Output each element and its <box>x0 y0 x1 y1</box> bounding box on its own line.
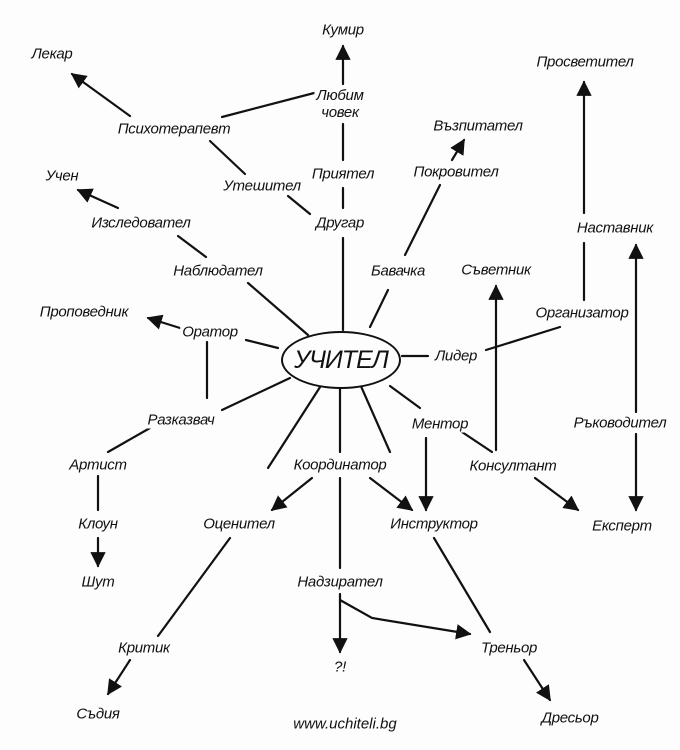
node-prosvetitel: Просветител <box>534 53 636 71</box>
node-koordinator: Координатор <box>291 456 389 474</box>
edge-nablyudatel-izsledovatel <box>176 234 208 259</box>
node-lekar: Лекар <box>29 45 75 63</box>
edge-psihoterapevt-uteshitel <box>208 139 247 176</box>
node-dresyor: Дресьор <box>539 709 601 727</box>
node-lider: Лидер <box>432 347 480 365</box>
center-node-uchitel: УЧИТЕЛ <box>281 331 401 389</box>
edge-orator-propovednik <box>146 314 182 330</box>
edge-ocenitel-kritik <box>156 536 232 638</box>
edge-lider-organizator <box>484 325 562 352</box>
node-ocenitel: Оценител <box>201 515 277 533</box>
edge-psihoterapevt-lekar <box>70 72 132 118</box>
edge-mentor-konsultant <box>460 430 494 454</box>
node-sadiya: Съдия <box>74 705 122 723</box>
edge-nadziratel-trenyor <box>338 598 472 640</box>
node-organizator: Организатор <box>533 304 631 322</box>
node-kloun: Клоун <box>76 515 120 533</box>
node-konsultant: Консултант <box>467 457 559 475</box>
edge-konsultant-ekspert <box>533 476 580 512</box>
edge-uchitel-ocenitel-left <box>266 382 324 470</box>
node-trenyor: Треньор <box>478 639 540 657</box>
node-artist: Артист <box>67 456 129 474</box>
edge-kritik-sadiya <box>106 658 132 696</box>
edge-bavachka-pokrovitel <box>403 183 442 257</box>
node-question: ?! <box>332 658 348 676</box>
node-kritik: Критик <box>116 639 172 657</box>
footer-url: www.uchiteli.bg <box>293 715 397 733</box>
node-propovednik: Проповедник <box>37 303 131 321</box>
edge-koordinator-instruktor <box>368 476 414 512</box>
node-pokrovitel: Покровител <box>411 163 501 181</box>
edge-instruktor-trenyor <box>432 536 492 634</box>
edge-razkazvach-artist <box>106 426 152 454</box>
edge-uteshitel-drugar <box>286 194 312 216</box>
node-lyubim-line2: човек <box>321 104 359 121</box>
node-priyatel: Приятел <box>309 165 377 183</box>
node-rakovoditel: Ръководител <box>571 414 669 432</box>
node-uchen: Учен <box>43 167 81 185</box>
edge-uchitel-razkazvach <box>220 376 292 412</box>
node-bavachka: Бавачка <box>368 262 428 280</box>
edge-uchitel-nablyudatel <box>246 281 310 337</box>
edge-lyubim-psihoterapevt <box>220 90 320 119</box>
node-savetnik: Съветник <box>459 261 533 279</box>
node-nastavnik: Наставник <box>574 219 656 237</box>
node-kumir: Кумир <box>320 21 366 39</box>
edge-uchitel-orator <box>244 338 280 350</box>
node-vazpitatel: Възпитател <box>431 117 525 135</box>
edge-koordinator-ocenitel <box>270 476 314 512</box>
node-mentor: Ментор <box>409 415 471 433</box>
node-psihoterapevt: Психотерапевт <box>115 120 233 138</box>
edge-uchitel-instruktor-right <box>358 382 392 454</box>
node-nadziratel: Надзирател <box>295 573 385 591</box>
node-lyubim-line1: Любим <box>316 87 364 104</box>
edge-uchitel-bavachka <box>368 288 390 329</box>
node-shut: Шут <box>79 573 117 591</box>
edge-uchitel-mentor <box>388 384 422 410</box>
node-uteshitel: Утешител <box>221 177 303 195</box>
node-drugar: Другар <box>313 214 367 232</box>
edge-pokrovitel-vazpitatel <box>450 138 466 162</box>
node-instruktor: Инструктор <box>388 515 480 533</box>
node-lyubim-chovek: Любим човек <box>314 87 366 121</box>
edge-izsledovatel-uchen <box>76 188 120 210</box>
node-izsledovatel: Изследовател <box>89 214 193 232</box>
node-orator: Оратор <box>180 323 240 341</box>
node-ekspert: Експерт <box>590 517 654 535</box>
node-nablyudatel: Наблюдател <box>171 262 265 280</box>
edge-trenyor-dresyor <box>522 658 552 702</box>
node-razkazvach: Разказвач <box>145 411 217 429</box>
